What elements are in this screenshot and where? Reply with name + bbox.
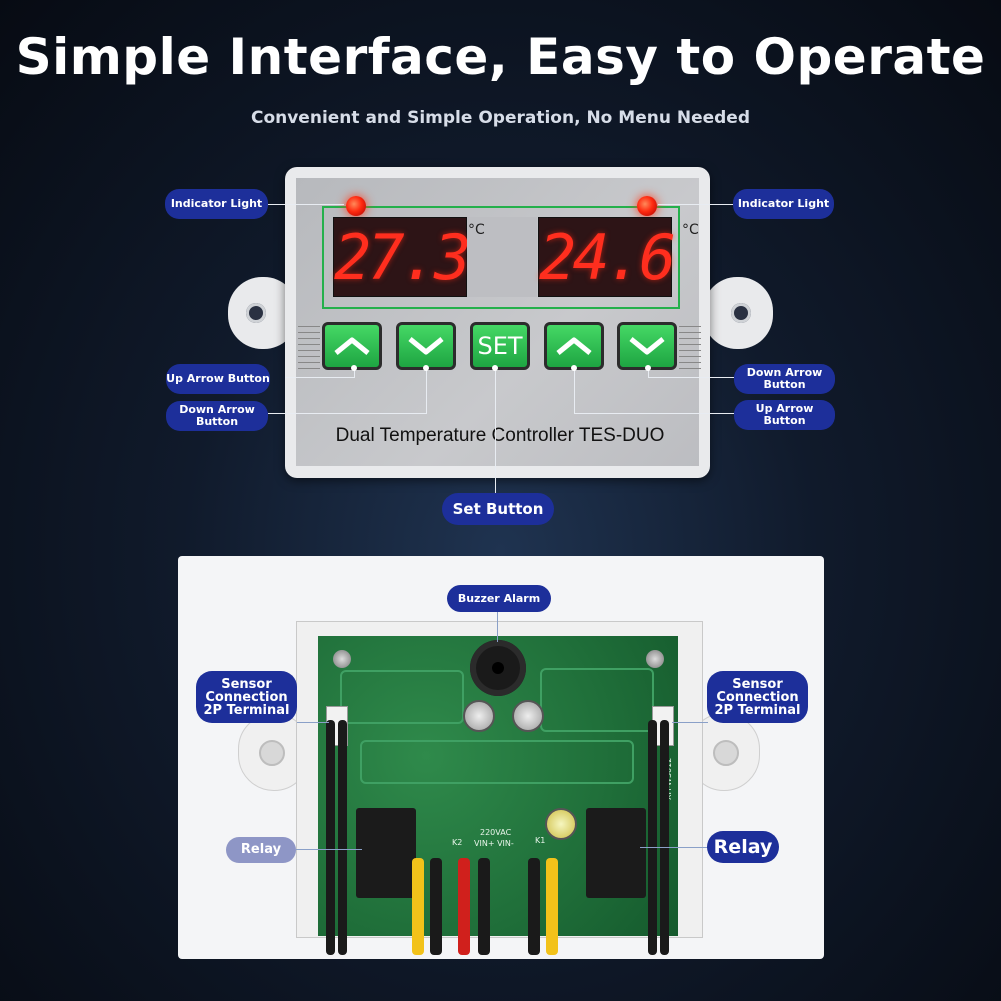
- page-title: Simple Interface, Easy to Operate: [15, 28, 986, 86]
- sensor-wire: [648, 720, 657, 955]
- label-relay-right: Relay: [707, 831, 779, 863]
- callout-dot: [492, 365, 498, 371]
- wire-yellow: [412, 858, 424, 955]
- label-indicator-left: Indicator Light: [165, 189, 268, 219]
- down-button-right[interactable]: [617, 322, 677, 370]
- callout-line: [497, 612, 498, 642]
- label-relay-left: Relay: [226, 837, 296, 863]
- sensor-wire: [338, 720, 347, 955]
- screw: [333, 650, 351, 668]
- callout-line: [268, 413, 427, 414]
- up-button-left[interactable]: [322, 322, 382, 370]
- hatch-right: [679, 323, 701, 369]
- chevron-up-icon: [556, 337, 592, 355]
- label-set-button: Set Button: [442, 493, 554, 525]
- chevron-down-icon: [408, 337, 444, 355]
- sensor-wire: [660, 720, 669, 955]
- callout-line: [658, 204, 734, 205]
- chevron-down-icon: [629, 337, 665, 355]
- callout-line: [297, 722, 329, 723]
- label-down-arrow-right: Down Arrow Button: [734, 364, 835, 394]
- set-button-label: SET: [477, 332, 523, 360]
- wire-yellow: [546, 858, 558, 955]
- label-down-arrow-left: Down Arrow Button: [166, 401, 268, 431]
- callout-line: [672, 722, 708, 723]
- callout-dot: [351, 365, 357, 371]
- chevron-up-icon: [334, 337, 370, 355]
- wire-red: [458, 858, 470, 955]
- relay-right: [586, 808, 646, 898]
- up-button-right[interactable]: [544, 322, 604, 370]
- board-vin: VIN+ VIN-: [474, 839, 514, 848]
- label-sensor-left: Sensor Connection 2P Terminal: [196, 671, 297, 723]
- capacitor: [512, 700, 544, 732]
- set-button[interactable]: SET: [470, 322, 530, 370]
- display-left: 27.3: [333, 217, 471, 297]
- capacitor: [463, 700, 495, 732]
- indicator-led-right: [637, 196, 657, 216]
- capacitor: [545, 808, 577, 840]
- display-divider: [467, 217, 537, 297]
- mount-hole: [731, 303, 751, 323]
- buzzer: [470, 640, 526, 696]
- unit-left: °C: [468, 222, 485, 238]
- down-button-left[interactable]: [396, 322, 456, 370]
- board-voltage: 220VAC: [480, 828, 512, 837]
- callout-line: [354, 368, 355, 378]
- callout-dot: [571, 365, 577, 371]
- callout-line: [296, 849, 362, 850]
- board-k1: K1: [535, 836, 546, 845]
- pcb-trace: [540, 668, 654, 732]
- callout-line: [285, 377, 355, 378]
- label-buzzer-alarm: Buzzer Alarm: [447, 585, 551, 612]
- unit-right: °C: [682, 222, 699, 238]
- display-right: 24.6: [538, 217, 676, 297]
- callout-dot: [423, 365, 429, 371]
- sensor-wire: [326, 720, 335, 955]
- callout-line: [648, 377, 734, 378]
- callout-line: [574, 413, 734, 414]
- label-indicator-right: Indicator Light: [733, 189, 834, 219]
- callout-line: [640, 847, 708, 848]
- wire-black: [430, 858, 442, 955]
- callout-dot: [645, 365, 651, 371]
- callout-line: [495, 368, 496, 495]
- wire-black: [478, 858, 490, 955]
- model-name: Dual Temperature Controller TES-DUO: [335, 425, 665, 446]
- hatch-left: [298, 323, 320, 369]
- callout-line: [426, 368, 427, 414]
- screw: [646, 650, 664, 668]
- display-frame: [322, 206, 680, 309]
- callout-line: [574, 368, 575, 414]
- page-subtitle: Convenient and Simple Operation, No Menu…: [250, 108, 751, 128]
- label-sensor-right: Sensor Connection 2P Terminal: [707, 671, 808, 723]
- relay-left: [356, 808, 416, 898]
- mount-hole: [713, 740, 739, 766]
- pcb-trace: [340, 670, 464, 724]
- callout-line: [268, 204, 344, 205]
- label-up-arrow-right: Up Arrow Button: [734, 400, 835, 430]
- mount-hole: [259, 740, 285, 766]
- mount-hole: [246, 303, 266, 323]
- indicator-led-left: [346, 196, 366, 216]
- callout-line: [648, 368, 649, 378]
- pcb-trace: [360, 740, 634, 784]
- wire-black: [528, 858, 540, 955]
- board-k2: K2: [452, 838, 463, 847]
- mount-ear-right: [703, 277, 773, 349]
- label-up-arrow-left: Up Arrow Button: [166, 364, 270, 394]
